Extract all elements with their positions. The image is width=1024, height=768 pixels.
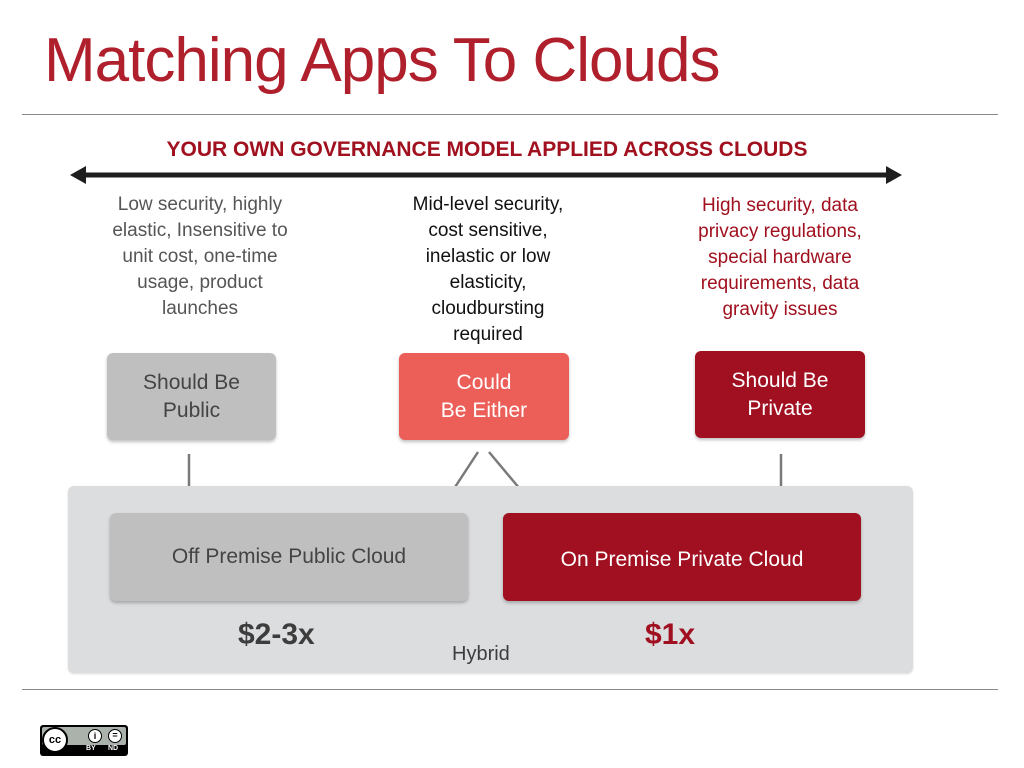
private-cloud-price: $1x bbox=[645, 618, 696, 651]
criteria-line: elasticity, bbox=[449, 272, 527, 293]
box-label-line: Private bbox=[747, 396, 813, 420]
governance-subtitle: YOUR OWN GOVERNANCE MODEL APPLIED ACROSS… bbox=[166, 138, 808, 161]
box-label-line: Could bbox=[456, 370, 512, 394]
either-criteria-text: Mid-level security, cost sensitive, inel… bbox=[370, 192, 606, 348]
cc-license-badge: cc i = BY ND bbox=[40, 725, 128, 756]
could-be-either-box: Could Be Either bbox=[399, 353, 569, 440]
license-term-nd: ND bbox=[108, 745, 119, 752]
public-cloud-price: $2-3x bbox=[238, 618, 315, 651]
criteria-line: Low security, highly bbox=[117, 194, 283, 215]
public-criteria-text: Low security, highly elastic, Insensitiv… bbox=[84, 192, 316, 322]
private-cloud-label: On Premise Private Cloud bbox=[560, 548, 804, 571]
box-label-line: Should Be bbox=[731, 368, 829, 392]
box-label-line: Public bbox=[162, 398, 221, 422]
criteria-line: High security, data bbox=[702, 195, 858, 216]
criteria-line: gravity issues bbox=[722, 299, 838, 320]
public-cloud-label: Off Premise Public Cloud bbox=[171, 545, 407, 568]
should-be-public-box: Should Be Public bbox=[107, 353, 276, 440]
no-derivatives-icon: = bbox=[108, 729, 122, 743]
cc-icon: cc bbox=[42, 727, 68, 753]
criteria-line: unit cost, one-time bbox=[122, 246, 278, 267]
box-label-line: Should Be bbox=[143, 370, 240, 394]
box-label-line: Be Either bbox=[440, 398, 528, 422]
should-be-private-box: Should Be Private bbox=[695, 351, 865, 438]
criteria-line: requirements, data bbox=[700, 273, 860, 294]
criteria-line: required bbox=[453, 324, 523, 345]
criteria-line: Mid-level security, bbox=[412, 194, 564, 215]
governance-double-arrow bbox=[70, 166, 902, 184]
criteria-line: elastic, Insensitive to bbox=[112, 220, 288, 241]
private-cloud-box: On Premise Private Cloud bbox=[503, 513, 861, 601]
criteria-line: cloudbursting bbox=[431, 298, 545, 319]
hybrid-label: Hybrid bbox=[452, 643, 510, 665]
attribution-icon: i bbox=[88, 729, 102, 743]
criteria-line: usage, product bbox=[137, 272, 263, 293]
criteria-line: inelastic or low bbox=[425, 246, 551, 267]
criteria-line: cost sensitive, bbox=[428, 220, 548, 241]
criteria-line: launches bbox=[161, 298, 239, 319]
footer-divider bbox=[22, 689, 998, 690]
public-cloud-box: Off Premise Public Cloud bbox=[110, 513, 468, 601]
private-criteria-text: High security, data privacy regulations,… bbox=[662, 193, 898, 323]
license-term-by: BY bbox=[86, 745, 96, 752]
criteria-line: special hardware bbox=[708, 247, 852, 268]
title-divider bbox=[22, 114, 998, 115]
slide-title: Matching Apps To Clouds bbox=[44, 26, 720, 95]
criteria-line: privacy regulations, bbox=[698, 221, 862, 242]
